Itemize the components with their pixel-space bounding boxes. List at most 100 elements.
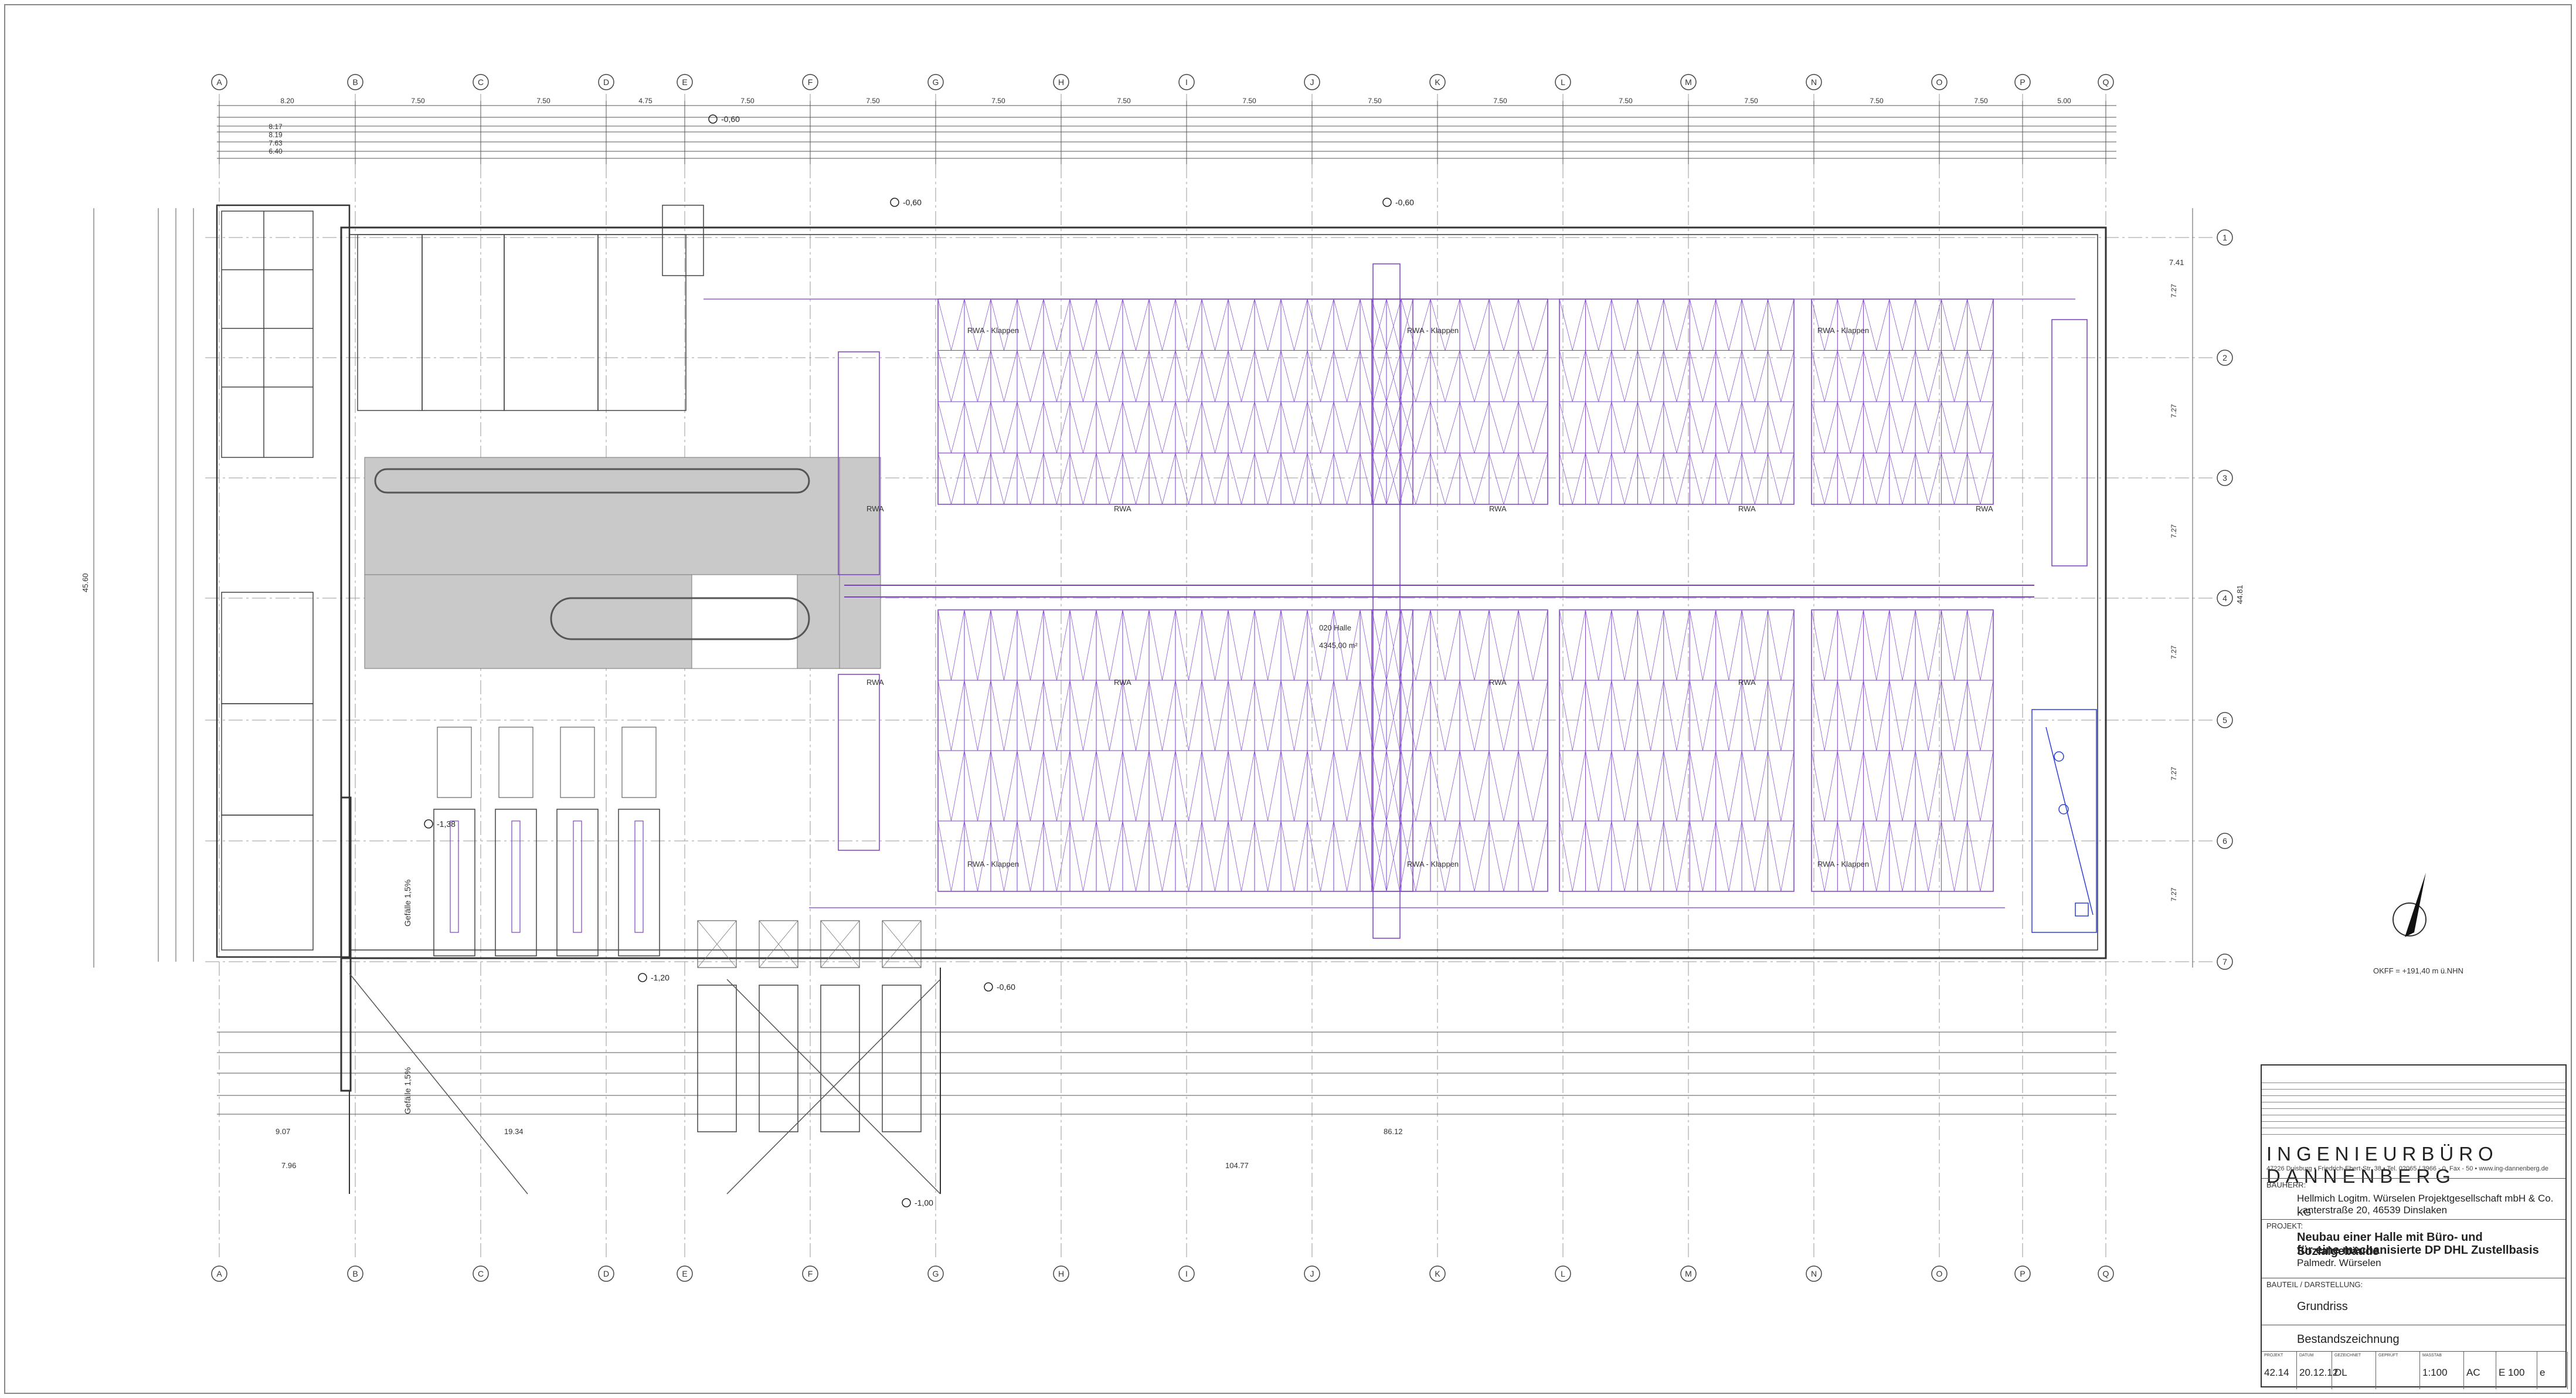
misc-top-dim: 8.17 [269, 123, 283, 131]
bauteil-section: BAUTEIL / DARSTELLUNG: Grundriss [2262, 1278, 2565, 1325]
level-marker-icon [890, 198, 899, 207]
grid-bubble-K [1429, 74, 1446, 90]
top-axis-dim: 7.50 [1619, 97, 1633, 105]
rwa-label: RWA [1114, 504, 1131, 513]
sorter-machine [364, 457, 881, 669]
row-dim: 7.27 [2170, 766, 2178, 781]
title-block: INGENIEURBÜRO DANNENBERG 47226 Duisburg … [2261, 1064, 2568, 1389]
gefaelle-note: Gefälle 1,5% [403, 880, 412, 927]
top-axis-dim: 7.50 [1242, 97, 1256, 105]
right-offset: 7.41 [2169, 258, 2184, 267]
grid-col-label: F [808, 1269, 813, 1278]
row-dim: 7.27 [2170, 524, 2178, 538]
revision-row [2262, 1115, 2565, 1122]
top-axis-dim: 4.75 [638, 97, 653, 105]
level-markers: -0,60-0,60-0,60-1,20-0,60-1,00-1,38 [424, 114, 1414, 1207]
bauteil-label: BAUTEIL / DARSTELLUNG: [2266, 1280, 2363, 1289]
top-axis-dim: 7.50 [1117, 97, 1131, 105]
level-marker-icon [1382, 198, 1392, 207]
grid-bubble-row-6 [2217, 833, 2233, 849]
grid-bubble-J [1304, 74, 1320, 90]
hall-area: 4345,00 m² [1319, 641, 1358, 650]
bauherr-label: BAUHERR: [2266, 1180, 2306, 1189]
footer-cell: PROJEKT 42.14 [2262, 1352, 2297, 1389]
grid-row-label: 6 [2222, 836, 2227, 846]
grid-col-label: B [352, 1269, 358, 1278]
footer-value: AC [2466, 1367, 2480, 1378]
truck-bays [349, 973, 941, 1195]
grid-bubble-F [802, 74, 818, 90]
north-arrow-icon [2393, 873, 2427, 937]
projekt-section: PROJEKT: Neubau einer Halle mit Büro- un… [2262, 1219, 2565, 1278]
shelving-racks [704, 263, 2088, 939]
grid-col-label: B [352, 77, 358, 87]
footer-head: PROJEKT [2264, 1353, 2283, 1358]
footer-head: DATUM [2299, 1353, 2314, 1358]
grid-col-label: H [1058, 77, 1064, 87]
top-axis-dim: 7.50 [1870, 97, 1884, 105]
footer-value: 1:100 [2422, 1367, 2448, 1378]
misc-top-dim: 7.63 [269, 139, 283, 147]
level-marker-icon [638, 973, 647, 982]
revision-row [2262, 1102, 2565, 1109]
top-axis-dim: 8.20 [280, 97, 294, 105]
grid-bubble-row-4 [2217, 590, 2233, 606]
overall-height: 44.81 [2235, 585, 2244, 604]
top-axis-dim: 7.50 [536, 97, 550, 105]
rwa-label: RWA [866, 504, 884, 513]
grid-row-label: 7 [2222, 957, 2227, 966]
top-axis-dim: 7.50 [1493, 97, 1507, 105]
grid-col-label: K [1435, 77, 1440, 87]
bottom-total-2: 19.34 [504, 1127, 524, 1136]
grid-col-label: E [682, 77, 687, 87]
footer-cell: AC [2464, 1352, 2496, 1389]
revision-row [2262, 1076, 2565, 1083]
footer-cell: E 100 [2496, 1352, 2537, 1389]
rwa-klappen-label: RWA - Klappen [967, 860, 1019, 868]
footer-cell: MASSTAB 1:100 [2420, 1352, 2464, 1389]
grid-bubble-C [473, 74, 489, 90]
grid-row-label: 1 [2222, 233, 2227, 242]
grid-bubble-H [1053, 1265, 1069, 1282]
grid-bubble-I [1178, 1265, 1195, 1282]
grid-bubbles: AABBCCDDEEFFGGHHIIJJKKLLMMNNOOPPQQ123456… [211, 74, 2233, 1282]
grid-col-label: A [216, 1269, 222, 1278]
footer-head: MASSTAB [2422, 1353, 2442, 1358]
footer-value: e [2540, 1367, 2546, 1378]
grid-bubble-G [927, 1265, 944, 1282]
revision-row [2262, 1095, 2565, 1102]
company-address: 47226 Duisburg • Friedrich-Ebert-Str. 38… [2266, 1165, 2548, 1172]
bottom-total-4: 7.96 [281, 1161, 296, 1170]
grid-col-label: J [1310, 77, 1314, 87]
misc-top-dim: 8.19 [269, 131, 283, 139]
grid-col-label: M [1685, 1269, 1692, 1278]
level-value: -1,20 [651, 973, 670, 982]
grid-bubble-row-2 [2217, 350, 2233, 366]
grid-col-label: J [1310, 1269, 1314, 1278]
grid-bubble-O [1931, 74, 1948, 90]
grid-row-label: 2 [2222, 353, 2227, 362]
status-value: Bestandszeichnung [2297, 1333, 2400, 1346]
top-axis-dim: 7.50 [411, 97, 425, 105]
footer-value: 42.14 [2264, 1367, 2289, 1378]
dimension-lines: 8.20 7.50 7.50 4.75 7.50 7.50 7.50 7.50 7.50 7.50… [93, 97, 2193, 1115]
grid-bubble-N [1806, 1265, 1822, 1282]
grid-bubble-B [347, 74, 363, 90]
grid-bubble-L [1555, 74, 1571, 90]
revision-row [2262, 1083, 2565, 1090]
level-value: -0,60 [721, 114, 740, 124]
grid-col-label: O [1936, 77, 1943, 87]
okff-note: OKFF = +191,40 m ü.NHN [2373, 966, 2463, 975]
row-dim: 7.27 [2170, 887, 2178, 901]
footer-cell: e [2537, 1352, 2568, 1389]
rwa-klappen-label: RWA - Klappen [1407, 326, 1459, 335]
grid-bubble-B [347, 1265, 363, 1282]
top-axis-dim: 7.50 [1974, 97, 1988, 105]
projekt-line-1: Neubau einer Halle mit Büro- und Sozialg… [2297, 1231, 2483, 1258]
rwa-klappen-label: RWA - Klappen [1817, 326, 1869, 335]
bauherr-line-1: Hellmich Logitm. Würselen Projektgesells… [2297, 1193, 2554, 1218]
gefaelle-note-2: Gefälle 1,5% [403, 1067, 412, 1114]
rwa-klappen-label: RWA - Klappen [1407, 860, 1459, 868]
